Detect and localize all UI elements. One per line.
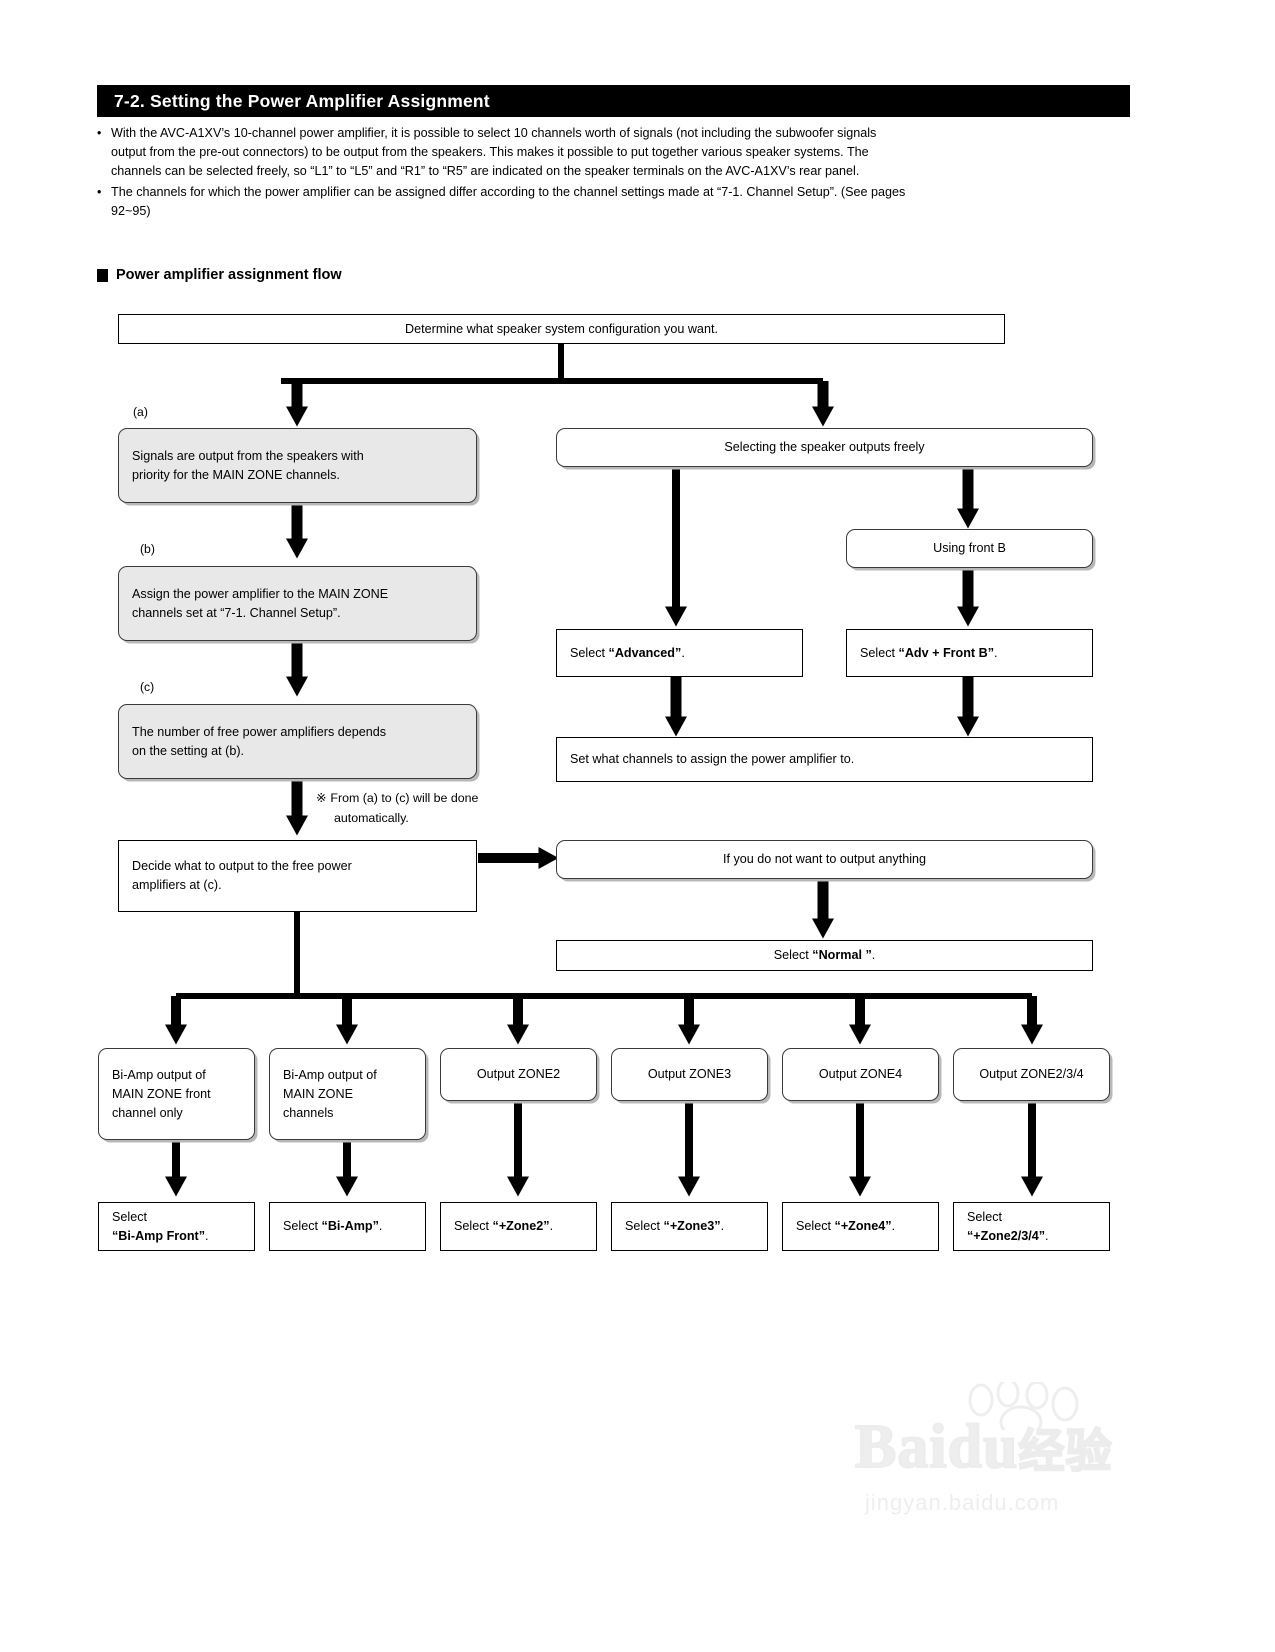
flow-node-using-front-b: Using front B <box>846 529 1093 568</box>
flow-node-label-line: priority for the MAIN ZONE channels. <box>132 467 340 482</box>
flow-node-output-bi-amp-main: Bi-Amp output of MAIN ZONE channels <box>269 1048 426 1140</box>
flow-node-select-bi-amp-front: Select “Bi-Amp Front”. <box>98 1202 255 1251</box>
flow-node-label-line: The number of free power amplifiers depe… <box>132 724 387 739</box>
step-tag-b: (b) <box>140 542 155 556</box>
select-value: “+Zone2” <box>492 1219 550 1233</box>
flow-node-select-zone3: Select “+Zone3”. <box>611 1202 768 1251</box>
bullet-marker-icon: • <box>97 185 102 199</box>
flow-node-label: Output ZONE2/3/4 <box>979 1067 1084 1081</box>
select-suffix: . <box>681 645 685 660</box>
flow-node-set-channels: Set what channels to assign the power am… <box>556 737 1093 782</box>
intro-bullet-list: • With the AVC-A1XV’s 10-channel power a… <box>97 124 1130 223</box>
bullet-line: 92~95) <box>111 204 151 218</box>
select-value: “Normal ” <box>812 948 872 962</box>
flow-node-select-normal: Select “Normal ”. <box>556 940 1093 971</box>
bullet-line: output from the pre-out connectors) to b… <box>111 145 869 159</box>
select-suffix: . <box>378 1219 383 1233</box>
flow-node-output-bi-amp-front: Bi-Amp output of MAIN ZONE front channel… <box>98 1048 255 1140</box>
select-prefix: Select <box>570 645 609 660</box>
list-item: • The channels for which the power ampli… <box>97 183 1130 221</box>
flow-node-label-line: Bi-Amp output of <box>283 1067 377 1082</box>
flow-node-select-bi-amp: Select “Bi-Amp”. <box>269 1202 426 1251</box>
select-suffix: . <box>871 948 876 962</box>
bullet-marker-icon: • <box>97 126 102 140</box>
automatic-note-line: automatically. <box>334 811 409 825</box>
step-tag-c: (c) <box>140 680 155 694</box>
flow-node-label-line: channels set at “7-1. Channel Setup”. <box>132 605 341 620</box>
flow-node-start: Determine what speaker system configurat… <box>118 314 1005 344</box>
select-suffix: . <box>994 645 998 660</box>
flow-node-output-zone2: Output ZONE2 <box>440 1048 597 1101</box>
flow-node-output-zone234: Output ZONE2/3/4 <box>953 1048 1110 1101</box>
flow-node-label-line: MAIN ZONE front <box>112 1086 211 1101</box>
flow-node-label: Output ZONE2 <box>476 1067 561 1081</box>
flow-node-select-zone234: Select “+Zone2/3/4”. <box>953 1202 1110 1251</box>
automatic-note: ※ From (a) to (c) will be done automatic… <box>316 788 566 828</box>
flow-node-label: Selecting the speaker outputs freely <box>724 440 925 454</box>
select-suffix: . <box>205 1228 209 1243</box>
select-value: “Bi-Amp Front” <box>112 1228 206 1243</box>
flow-node-label: Output ZONE4 <box>818 1067 903 1081</box>
select-prefix: Select <box>860 645 899 660</box>
select-prefix: Select <box>796 1219 835 1233</box>
select-prefix: Select <box>112 1209 148 1224</box>
select-prefix: Select <box>773 948 813 962</box>
flow-node-select-zone2: Select “+Zone2”. <box>440 1202 597 1251</box>
flow-node-label: If you do not want to output anything <box>722 852 927 866</box>
flow-node-label: Determine what speaker system configurat… <box>405 321 718 336</box>
select-value: “Adv + Front B” <box>898 645 995 660</box>
page-title: 7-2. Setting the Power Amplifier Assignm… <box>114 90 490 111</box>
select-value: “+Zone4” <box>834 1219 892 1233</box>
select-value: “Advanced” <box>608 645 682 660</box>
step-tag-a: (a) <box>133 405 148 419</box>
list-item: • With the AVC-A1XV’s 10-channel power a… <box>97 124 1130 181</box>
flow-node-label-line: on the setting at (b). <box>132 743 245 758</box>
flow-node-label: Using front B <box>933 541 1006 555</box>
automatic-note-line: From (a) to (c) will be done <box>330 791 479 805</box>
flow-node-label-line: MAIN ZONE <box>283 1086 353 1101</box>
flow-node-decide-free-amps: Decide what to output to the free power … <box>118 840 477 912</box>
flow-node-select-advanced: Select “Advanced”. <box>556 629 803 677</box>
flow-node-label-line: Bi-Amp output of <box>112 1067 206 1082</box>
bullet-text: With the AVC-A1XV’s 10-channel power amp… <box>111 124 1130 181</box>
select-prefix: Select <box>625 1219 664 1233</box>
select-prefix: Select <box>283 1219 322 1233</box>
flow-node-label-line: channels <box>283 1105 334 1120</box>
select-prefix: Select <box>454 1219 493 1233</box>
bullet-text: The channels for which the power amplifi… <box>111 183 1130 221</box>
flow-node-label-line: Decide what to output to the free power <box>132 859 352 873</box>
flow-node-step-b: Assign the power amplifier to the MAIN Z… <box>118 566 477 641</box>
select-suffix: . <box>549 1219 554 1233</box>
select-value: “Bi-Amp” <box>321 1219 379 1233</box>
select-suffix: . <box>891 1219 896 1233</box>
reference-mark-icon: ※ <box>316 791 327 805</box>
bullet-line: With the AVC-A1XV’s 10-channel power amp… <box>111 126 877 140</box>
flow-node-select-freely: Selecting the speaker outputs freely <box>556 428 1093 467</box>
flow-node-select-adv-front-b: Select “Adv + Front B”. <box>846 629 1093 677</box>
flow-node-step-a: Signals are output from the speakers wit… <box>118 428 477 503</box>
select-prefix: Select <box>967 1209 1003 1224</box>
select-value: “+Zone3” <box>663 1219 721 1233</box>
flow-node-label-line: amplifiers at (c). <box>132 878 222 892</box>
subsection-heading-label: Power amplifier assignment flow <box>116 267 342 283</box>
bullet-line: channels can be selected freely, so “L1”… <box>111 164 860 178</box>
flow-node-no-output: If you do not want to output anything <box>556 840 1093 879</box>
flow-node-label-line: Assign the power amplifier to the MAIN Z… <box>132 586 389 601</box>
flow-node-output-zone4: Output ZONE4 <box>782 1048 939 1101</box>
bullet-line: The channels for which the power amplifi… <box>111 185 906 199</box>
black-square-icon <box>97 268 108 282</box>
flow-node-label: Set what channels to assign the power am… <box>570 752 855 766</box>
select-suffix: . <box>1045 1228 1049 1243</box>
flow-node-select-zone4: Select “+Zone4”. <box>782 1202 939 1251</box>
flow-node-step-c: The number of free power amplifiers depe… <box>118 704 477 779</box>
select-suffix: . <box>720 1219 725 1233</box>
subsection-heading: Power amplifier assignment flow <box>97 267 342 283</box>
flow-node-label: Output ZONE3 <box>647 1067 732 1081</box>
flow-node-label-line: Signals are output from the speakers wit… <box>132 448 364 463</box>
flow-node-output-zone3: Output ZONE3 <box>611 1048 768 1101</box>
select-value: “+Zone2/3/4” <box>967 1228 1046 1243</box>
section-header-bar: 7-2. Setting the Power Amplifier Assignm… <box>97 85 1130 117</box>
flow-node-label-line: channel only <box>112 1105 183 1120</box>
